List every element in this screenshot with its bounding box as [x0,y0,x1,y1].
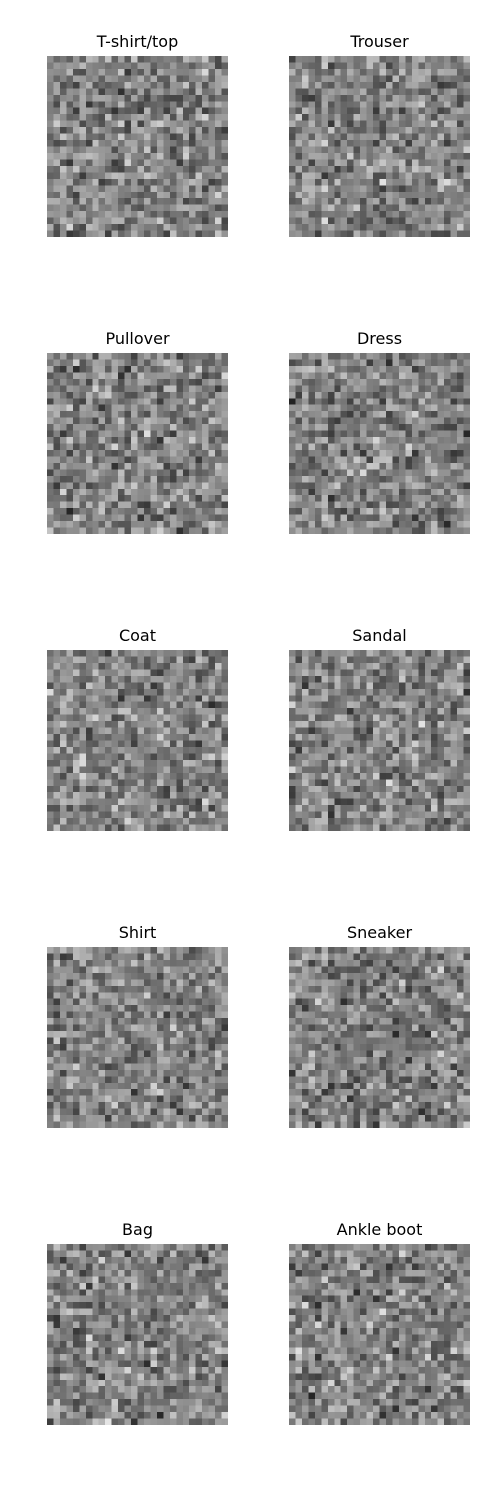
panel-title: T-shirt/top [96,32,179,51]
noise-image [289,1244,470,1425]
noise-image [47,650,228,831]
noise-image [47,353,228,534]
panel-title: Dress [356,329,403,348]
panel-title: Sneaker [346,923,413,942]
panel-title: Bag [122,1220,153,1239]
noise-image [47,1244,228,1425]
panel-title: Trouser [350,32,409,51]
panel-title: Shirt [118,923,157,942]
noise-image [289,650,470,831]
noise-image [289,353,470,534]
panel-title: Sandal [352,626,407,645]
noise-image [289,56,470,237]
panel-title: Coat [118,626,157,645]
panel-title: Ankle boot [336,1220,423,1239]
noise-image [47,56,228,237]
panel-title: Pullover [105,329,170,348]
noise-image [289,947,470,1128]
noise-image [47,947,228,1128]
